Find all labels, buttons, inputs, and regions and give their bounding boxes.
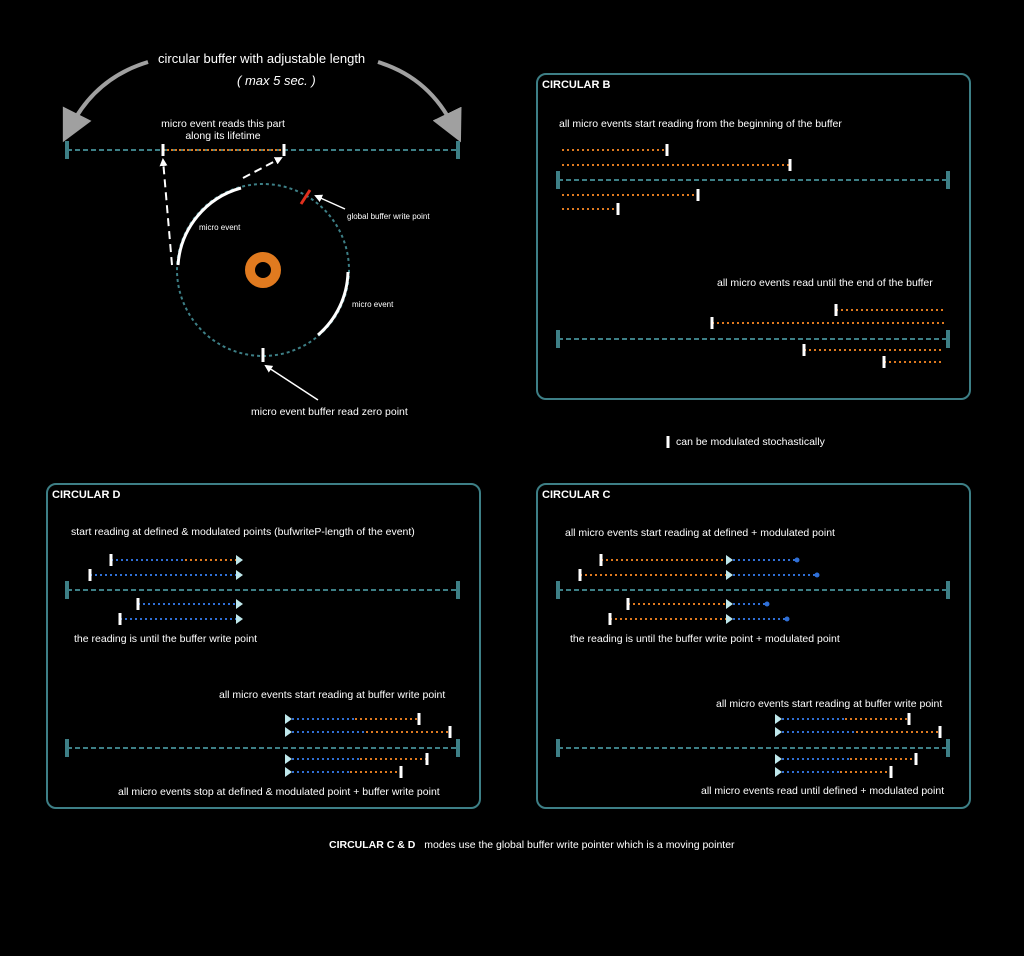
- reads-part-label: micro event reads this part along its li…: [148, 118, 298, 142]
- write-point-arrow: [314, 194, 346, 210]
- footer-note: CIRCULAR C & D modes use the global buff…: [329, 839, 735, 851]
- panel-d-caption-2: the reading is until the buffer write po…: [74, 633, 258, 645]
- panel-d-title: CIRCULAR D: [52, 489, 121, 501]
- panel-b-caption-bottom: all micro events read until the end of t…: [717, 277, 933, 289]
- panel-b-title: CIRCULAR B: [542, 79, 611, 91]
- circular-buffer: [176, 183, 350, 362]
- panel-c-caption-1: all micro events start reading at define…: [565, 527, 835, 539]
- micro-event-left-label: micro event: [199, 223, 241, 232]
- panel-circular-b: [536, 73, 971, 400]
- panel-circular-c: [536, 483, 971, 809]
- dashed-arrow-right: [242, 157, 283, 179]
- linear-buffer-top: [65, 141, 460, 159]
- panel-c-bottom-lines: [556, 713, 950, 778]
- dashed-arrow-left: [159, 158, 173, 266]
- panel-c-caption-3: all micro events start reading at buffer…: [716, 698, 943, 710]
- reads-part-line1: micro event reads this part: [161, 118, 285, 130]
- panel-c-caption-4: all micro events read until defined + mo…: [701, 785, 945, 797]
- panel-d-top-lines: [65, 554, 460, 625]
- global-write-point-label: global buffer write point: [347, 212, 430, 221]
- panel-d-caption-3: all micro events start reading at buffer…: [219, 689, 446, 701]
- panel-b-top-lines: [556, 144, 950, 215]
- curved-arrow-right: [377, 60, 462, 143]
- read-zero-point-label: micro event buffer read zero point: [251, 406, 408, 418]
- curved-arrow-left: [62, 60, 149, 143]
- panel-b-bottom-lines: [556, 304, 950, 368]
- panel-d-caption-1: start reading at defined & modulated poi…: [71, 526, 415, 538]
- diagram-title: circular buffer with adjustable length: [158, 51, 366, 66]
- panel-d-bottom-lines: [65, 713, 460, 778]
- panel-c-caption-2: the reading is until the buffer write po…: [570, 633, 840, 645]
- panel-d-caption-4: all micro events stop at defined & modul…: [118, 786, 440, 798]
- panel-c-title: CIRCULAR C: [542, 489, 611, 501]
- footer-text: modes use the global buffer write pointe…: [424, 839, 735, 851]
- diagram-subtitle: ( max 5 sec. ): [237, 73, 316, 88]
- panel-b-caption-top: all micro events start reading from the …: [559, 118, 842, 130]
- micro-event-right-label: micro event: [352, 300, 394, 309]
- reads-part-line2: along its lifetime: [185, 130, 261, 142]
- panel-circular-d: [46, 483, 481, 809]
- footer-bold: CIRCULAR C & D: [329, 839, 416, 851]
- panel-c-top-lines: [556, 554, 950, 625]
- zero-point-arrow: [264, 364, 319, 401]
- legend-text: can be modulated stochastically: [676, 436, 825, 448]
